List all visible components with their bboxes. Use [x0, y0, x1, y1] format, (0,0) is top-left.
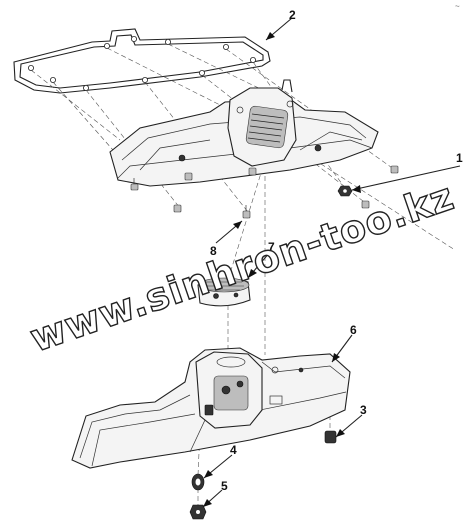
corner-mark: ~: [455, 2, 460, 11]
cap-nut: [324, 430, 337, 444]
watermark-text: www.sinhron-too.kz: [25, 174, 460, 360]
valve-cover-lower: [71, 347, 351, 469]
callout-4-label: 4: [230, 443, 237, 457]
callout-2-label: 2: [289, 8, 296, 22]
callout-7-label: 7: [268, 240, 275, 254]
gasket: [13, 28, 271, 94]
seal-element: [197, 277, 251, 307]
callout-6-label: 6: [350, 323, 357, 337]
callout-1: 1: [351, 151, 463, 193]
bolts-upper: [130, 165, 399, 219]
fasteners-lower: [189, 430, 337, 520]
callout-4: 4: [203, 443, 237, 479]
callout-8: 8: [210, 220, 243, 258]
callout-3: 3: [335, 403, 367, 438]
callout-2: 2: [265, 8, 296, 41]
nut: [189, 504, 207, 520]
callout-5: 5: [202, 479, 228, 508]
washer: [191, 473, 205, 491]
callout-3-label: 3: [360, 403, 367, 417]
callout-5-label: 5: [221, 479, 228, 493]
callout-6: 6: [331, 323, 357, 363]
callout-7: 7: [247, 240, 275, 279]
callout-8-label: 8: [210, 244, 217, 258]
valve-cover-upper: [109, 79, 379, 187]
callout-1-label: 1: [456, 151, 463, 165]
